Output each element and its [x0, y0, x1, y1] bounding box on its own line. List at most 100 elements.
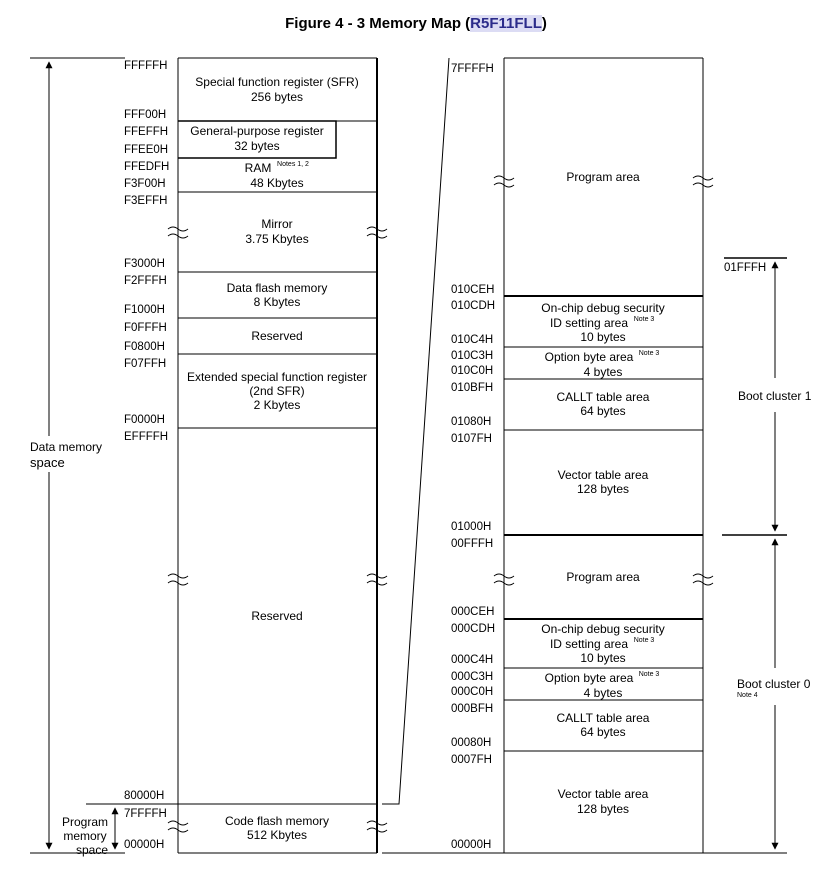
mirror-size: 3.75 Kbytes [245, 232, 308, 246]
callt-size: 64 bytes [580, 725, 625, 739]
debug-id-label: On-chip debug security [541, 622, 664, 636]
data-memory-space-extent: Data memory space [30, 57, 125, 854]
ram-note: Notes 1, 2 [277, 161, 309, 168]
address-label: FFFFFH [124, 60, 167, 72]
option-byte-label: Option byte area [545, 350, 634, 364]
right-memory-map: 7FFFFH 010CEH 010CDH 010C4H 010C3H 010C0… [382, 57, 812, 854]
program-memory-space-extent: Program memory space [62, 803, 178, 857]
code-flash-size: 512 Kbytes [247, 828, 307, 842]
sfr-label: Special function register (SFR) [195, 75, 358, 89]
address-label: FFEE0H [124, 144, 168, 156]
note3-label: Note 3 [634, 316, 655, 323]
address-label: F3EFFH [124, 195, 167, 207]
title-prefix: Figure 4 - 3 Memory Map ( [285, 15, 471, 32]
zoom-connector [382, 57, 450, 854]
address-label: 010CDH [451, 300, 495, 312]
left-block-labels: Special function register (SFR) 256 byte… [187, 75, 367, 842]
option-byte-size: 4 bytes [584, 686, 623, 700]
callt-label: CALLT table area [557, 390, 650, 404]
address-label: 0007FH [451, 754, 492, 766]
address-label: F2FFFH [124, 275, 167, 287]
program-area-label: Program area [566, 170, 640, 184]
break-mark [167, 226, 388, 239]
address-label: 00000H [124, 839, 164, 851]
address-label: FFEFFH [124, 126, 168, 138]
note3-label: Note 3 [639, 350, 660, 357]
debug-id-label-2: ID setting area [550, 637, 628, 651]
esfr-size: 2 Kbytes [254, 398, 301, 412]
mirror-label: Mirror [261, 217, 292, 231]
note3-label: Note 3 [639, 671, 660, 678]
vector-label: Vector table area [558, 468, 649, 482]
debug-id-size: 10 bytes [580, 651, 625, 665]
address-label: 0107FH [451, 433, 492, 445]
gpr-box [178, 120, 337, 159]
option-byte-label: Option byte area [545, 671, 634, 685]
callt-size: 64 bytes [580, 404, 625, 418]
data-flash-label: Data flash memory [227, 281, 328, 295]
code-flash-label: Code flash memory [225, 814, 329, 828]
data-memory-space-label-2: space [30, 455, 65, 470]
address-label: 000C0H [451, 686, 493, 698]
debug-id-label: On-chip debug security [541, 301, 664, 315]
gpr-label: General-purpose register [190, 124, 323, 138]
address-label: 000C3H [451, 671, 493, 683]
program-memory-label-3: space [76, 843, 108, 857]
address-label: F0FFFH [124, 322, 167, 334]
debug-id-label-2: ID setting area [550, 316, 628, 330]
address-label: 010C4H [451, 334, 493, 346]
ram-size: 48 Kbytes [250, 176, 303, 190]
program-memory-label-2: memory [63, 829, 106, 843]
debug-id-size: 10 bytes [580, 330, 625, 344]
address-label: 00FFFH [451, 538, 493, 550]
address-label: 01080H [451, 416, 491, 428]
break-mark [493, 573, 714, 586]
address-label: 7FFFFH [451, 63, 494, 75]
left-address-column: FFFFFH FFF00H FFEFFH FFEE0H FFEDFH F3F00… [124, 60, 169, 851]
address-label: F1000H [124, 304, 165, 316]
address-label: 010CEH [451, 284, 494, 296]
vector-label: Vector table area [558, 787, 649, 801]
address-label: 000CDH [451, 623, 495, 635]
address-label: FFEDFH [124, 161, 169, 173]
esfr-label-2: (2nd SFR) [249, 384, 304, 398]
address-label: F07FFH [124, 358, 166, 370]
data-flash-size: 8 Kbytes [254, 295, 301, 309]
address-label: EFFFFH [124, 431, 168, 443]
address-label: 010BFH [451, 382, 493, 394]
address-label: FFF00H [124, 109, 166, 121]
program-area-label: Program area [566, 570, 640, 584]
address-label: F3000H [124, 258, 165, 270]
data-memory-space-label: Data memory [30, 440, 102, 454]
esfr-label: Extended special function register [187, 370, 367, 384]
part-number: R5F11FLL [470, 15, 542, 32]
address-label: 01000H [451, 521, 491, 533]
address-label: 7FFFFH [124, 808, 167, 820]
break-mark [167, 573, 388, 586]
note4-label: Note 4 [737, 692, 758, 699]
right-block-labels: Program area On-chip debug security ID s… [541, 170, 664, 816]
boot-cluster-1-label: Boot cluster 1 [738, 389, 812, 403]
ram-label: RAM [245, 161, 272, 175]
address-label: 000BFH [451, 703, 493, 715]
vector-size: 128 bytes [577, 802, 629, 816]
reserved-label: Reserved [251, 329, 302, 343]
break-mark [493, 175, 714, 188]
left-memory-map: FFFFFH FFF00H FFEFFH FFEE0H FFEDFH F3F00… [30, 57, 388, 857]
boot-cluster-brackets: 01FFFH Boot cluster 1 Boot cluster 0 Not… [722, 257, 812, 850]
address-label: 010C3H [451, 350, 493, 362]
figure-title: Figure 4 - 3 Memory Map (R5F11FLL) [0, 15, 832, 32]
program-memory-label: Program [62, 815, 108, 829]
break-mark [167, 820, 388, 833]
reserved-label: Reserved [251, 609, 302, 623]
address-label: 000C4H [451, 654, 493, 666]
boot-top-address: 01FFFH [724, 262, 766, 274]
gpr-size: 32 bytes [234, 139, 279, 153]
vector-size: 128 bytes [577, 482, 629, 496]
address-label: F3F00H [124, 178, 166, 190]
address-label: 00000H [451, 839, 491, 851]
address-label: F0800H [124, 341, 165, 353]
boot-cluster-0-label: Boot cluster 0 [737, 677, 811, 691]
sfr-size: 256 bytes [251, 90, 303, 104]
address-label: 80000H [124, 790, 164, 802]
